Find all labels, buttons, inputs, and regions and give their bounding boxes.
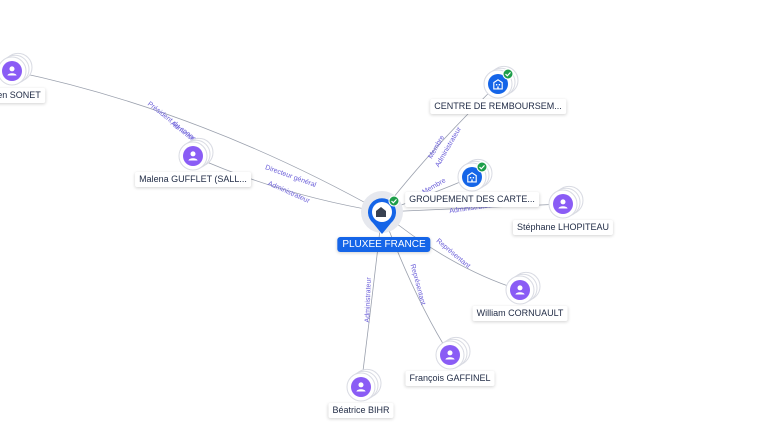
- node-label[interactable]: CENTRE DE REMBOURSEM...: [430, 99, 566, 114]
- node-centre-de-remboursem-[interactable]: [483, 65, 519, 99]
- node-label[interactable]: Stéphane LHOPITEAU: [512, 220, 614, 235]
- node-label[interactable]: William CORNUAULT: [472, 306, 568, 321]
- check-icon: [505, 71, 511, 77]
- node-label[interactable]: GROUPEMENT DES CARTE...: [405, 192, 539, 207]
- node-label[interactable]: ien SONET: [0, 88, 45, 103]
- building-icon: [376, 207, 386, 217]
- edge-bihr: [360, 211, 383, 388]
- edge-gaffinel: [381, 211, 451, 356]
- node-malena-gufflet-sall-[interactable]: [178, 137, 214, 171]
- edge-label: Représentant: [409, 263, 427, 305]
- node-groupement-des-carte-[interactable]: [457, 158, 493, 192]
- node-fran-ois-gaffinel[interactable]: [435, 336, 471, 370]
- node-ien-sonet[interactable]: [0, 52, 33, 86]
- verified-badge: [502, 68, 514, 80]
- center-label[interactable]: PLUXEE FRANCE: [337, 237, 431, 252]
- node-label[interactable]: Malena GUFFLET (SALL...: [135, 172, 251, 187]
- node-label[interactable]: François GAFFINEL: [405, 371, 495, 386]
- edge-lhopiteau: [381, 203, 564, 213]
- node-st-phane-lhopiteau[interactable]: [548, 185, 584, 219]
- check-icon: [479, 164, 485, 170]
- verified-badge: [476, 161, 488, 173]
- node-william-cornuault[interactable]: [505, 271, 541, 305]
- node-b-atrice-bihr[interactable]: [346, 368, 382, 402]
- verified-badge: [388, 195, 400, 207]
- edge-label: Administrateur: [364, 277, 373, 323]
- edge-sonet: [11, 70, 383, 213]
- center-node[interactable]: [361, 191, 403, 234]
- edge-gufflet: [192, 155, 383, 213]
- company-avatar: [462, 167, 482, 187]
- check-icon: [391, 198, 397, 204]
- node-label[interactable]: Béatrice BIHR: [328, 403, 394, 418]
- company-avatar: [488, 74, 508, 94]
